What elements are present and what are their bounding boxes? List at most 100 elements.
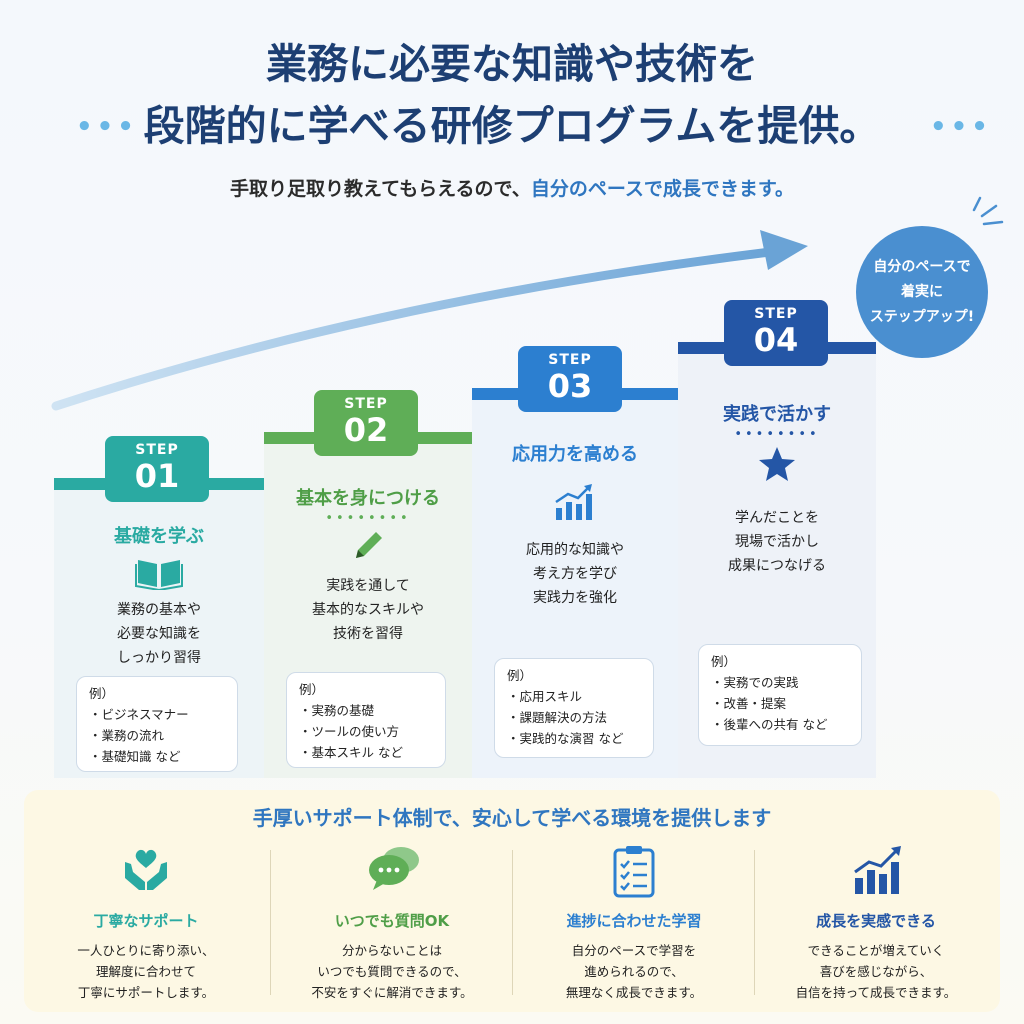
step-01-desc-2: 必要な知識を: [117, 626, 201, 642]
example-item: ・実務での実践: [711, 675, 799, 690]
feature-desc: 不安をすぐに解消できます。: [311, 985, 473, 1000]
checklist-icon: [613, 846, 655, 898]
step-02-badge: STEP 02: [314, 390, 418, 456]
bubble-line2: 着実に: [900, 283, 943, 300]
step-03-label: STEP: [548, 352, 592, 368]
step-02-label: STEP: [344, 396, 388, 412]
example-item: ・後輩への共有 など: [711, 717, 828, 732]
page-title-line2: 段階的に学べる研修プログラムを提供。: [143, 102, 881, 150]
feature-desc: 喜びを感じながら、: [819, 964, 933, 979]
growth-chart-icon: [555, 484, 592, 520]
feature-title: 成長を実感できる: [816, 912, 936, 930]
example-title: 例）: [507, 668, 533, 683]
step-01-badge: STEP 01: [105, 436, 209, 502]
bubble-line1: 自分のペースで: [873, 258, 971, 275]
step-04-label: STEP: [754, 306, 798, 322]
feature-desc: 理解度に合わせて: [95, 964, 196, 979]
step-01-label: STEP: [135, 442, 179, 458]
example-item: ・基礎知識 など: [89, 749, 181, 764]
step-02-desc-2: 基本的なスキルや: [312, 602, 424, 618]
step-04-column: STEP 04 実践で活かす •••••••• 学んだことを 現場で活かし 成果…: [678, 300, 876, 778]
feature-desc: 進められるので、: [584, 964, 684, 979]
feature-progress-learning: 進捗に合わせた学習 自分のペースで学習を 進められるので、 無理なく成長できます…: [514, 844, 754, 1004]
step-02-number: 02: [343, 411, 389, 449]
step-03-desc-2: 考え方を学び: [533, 566, 617, 582]
star-icon: [759, 447, 795, 481]
subtitle-highlight: 自分のペースで成長できます。: [530, 178, 794, 200]
growth-arrow-icon: [51, 230, 808, 411]
divider: [270, 850, 271, 995]
bubble-line3: ステップアップ!: [869, 308, 975, 325]
feature-title: 進捗に合わせた学習: [566, 912, 702, 930]
step-04-heading: 実践で活かす: [723, 404, 831, 425]
feature-desc: いつでも質問できるので、: [317, 964, 467, 979]
decorative-dots-left: •••: [76, 112, 138, 142]
step-02-divider: ••••••••: [325, 511, 411, 526]
step-02-column: STEP 02 基本を身につける •••••••• 実践を通して 基本的なスキル…: [264, 390, 472, 778]
example-item: ・基本スキル など: [299, 745, 403, 760]
step-03-badge: STEP 03: [518, 346, 622, 412]
step-03-examples: 例） ・応用スキル ・課題解決の方法 ・実践的な演習 など: [494, 658, 654, 758]
example-item: ・実践的な演習 など: [507, 731, 624, 746]
example-title: 例）: [299, 682, 325, 697]
page-subtitle: 手取り足取り教えてもらえるので、自分のペースで成長できます。: [0, 174, 1024, 201]
step-01-column: STEP 01 基礎を学ぶ 業務の基本や 必要な知識を しっかり習得 例） ・ビ…: [54, 436, 264, 778]
step-03-heading: 応用力を高める: [512, 444, 638, 465]
step-04-desc-2: 現場で活かし: [735, 534, 819, 550]
example-item: ・改善・提案: [711, 696, 787, 711]
step-04-divider: ••••••••: [734, 427, 820, 442]
stepup-bubble: 自分のペースで 着実に ステップアップ!: [856, 226, 988, 358]
example-item: ・業務の流れ: [89, 728, 165, 743]
support-section: 手厚いサポート体制で、安心して学べる環境を提供します 丁寧なサポート 一人ひとり…: [24, 790, 1000, 1012]
feature-desc: 一人ひとりに寄り添い、: [77, 943, 215, 958]
decorative-dots-right: •••: [930, 112, 992, 142]
example-item: ・ツールの使い方: [299, 724, 400, 739]
step-03-desc-3: 実践力を強化: [533, 590, 617, 606]
step-01-number: 01: [134, 457, 180, 495]
feature-desc: 自信を持って成長できます。: [795, 985, 957, 1000]
feature-title: 丁寧なサポート: [93, 912, 199, 930]
step-01-heading: 基礎を学ぶ: [114, 526, 204, 547]
step-04-desc-3: 成果につなげる: [728, 558, 826, 574]
example-item: ・実務の基礎: [299, 703, 375, 718]
divider: [512, 850, 513, 995]
support-title: 手厚いサポート体制で、安心して学べる環境を提供します: [252, 806, 772, 830]
example-item: ・応用スキル: [507, 689, 583, 704]
step-03-number: 03: [547, 367, 593, 405]
step-04-examples: 例） ・実務での実践 ・改善・提案 ・後輩への共有 など: [698, 644, 862, 746]
pencil-icon: [356, 532, 382, 558]
feature-ask-anytime: いつでも質問OK 分からないことは いつでも質問できるので、 不安をすぐに解消で…: [272, 844, 512, 1004]
example-item: ・ビジネスマナー: [89, 707, 189, 722]
step-04-number: 04: [753, 321, 799, 359]
subtitle-text: 手取り足取り教えてもらえるので、: [230, 178, 531, 200]
divider: [754, 850, 755, 995]
heart-hands-icon: [125, 849, 167, 890]
step-02-examples: 例） ・実務の基礎 ・ツールの使い方 ・基本スキル など: [286, 672, 446, 768]
example-item: ・課題解決の方法: [507, 710, 608, 725]
step-03-column: STEP 03 応用力を高める 応用的な知識や 考え方を学び 実践力を強化 例）…: [472, 346, 678, 778]
step-01-desc-3: しっかり習得: [117, 650, 201, 666]
step-01-examples: 例） ・ビジネスマナー ・業務の流れ ・基礎知識 など: [76, 676, 238, 772]
step-02-heading: 基本を身につける: [296, 488, 440, 509]
feature-desc: できることが増えていく: [807, 943, 945, 958]
step-03-desc-1: 応用的な知識や: [526, 542, 624, 558]
page-title-line1: 業務に必要な知識や技術を: [266, 40, 758, 88]
feature-desc: 分からないことは: [341, 943, 442, 958]
feature-careful-support: 丁寧なサポート 一人ひとりに寄り添い、 理解度に合わせて 丁寧にサポートします。: [26, 844, 266, 1004]
feature-feel-growth: 成長を実感できる できることが増えていく 喜びを感じながら、 自信を持って成長で…: [756, 844, 996, 1004]
feature-desc: 自分のペースで学習を: [571, 943, 697, 958]
chat-bubbles-icon: [369, 847, 419, 890]
step-04-badge: STEP 04: [724, 300, 828, 366]
book-icon: [135, 560, 183, 590]
example-title: 例）: [711, 654, 737, 669]
growth-chart-icon: [854, 846, 901, 894]
feature-desc: 無理なく成長できます。: [565, 985, 703, 1000]
step-04-desc-1: 学んだことを: [735, 510, 819, 526]
step-02-desc-3: 技術を習得: [333, 626, 403, 642]
sparkle-icon: [972, 196, 1004, 226]
example-title: 例）: [89, 686, 115, 701]
feature-title: いつでも質問OK: [334, 912, 450, 930]
step-02-desc-1: 実践を通して: [326, 578, 410, 594]
feature-desc: 丁寧にサポートします。: [77, 985, 215, 1000]
step-01-desc-1: 業務の基本や: [117, 602, 201, 618]
